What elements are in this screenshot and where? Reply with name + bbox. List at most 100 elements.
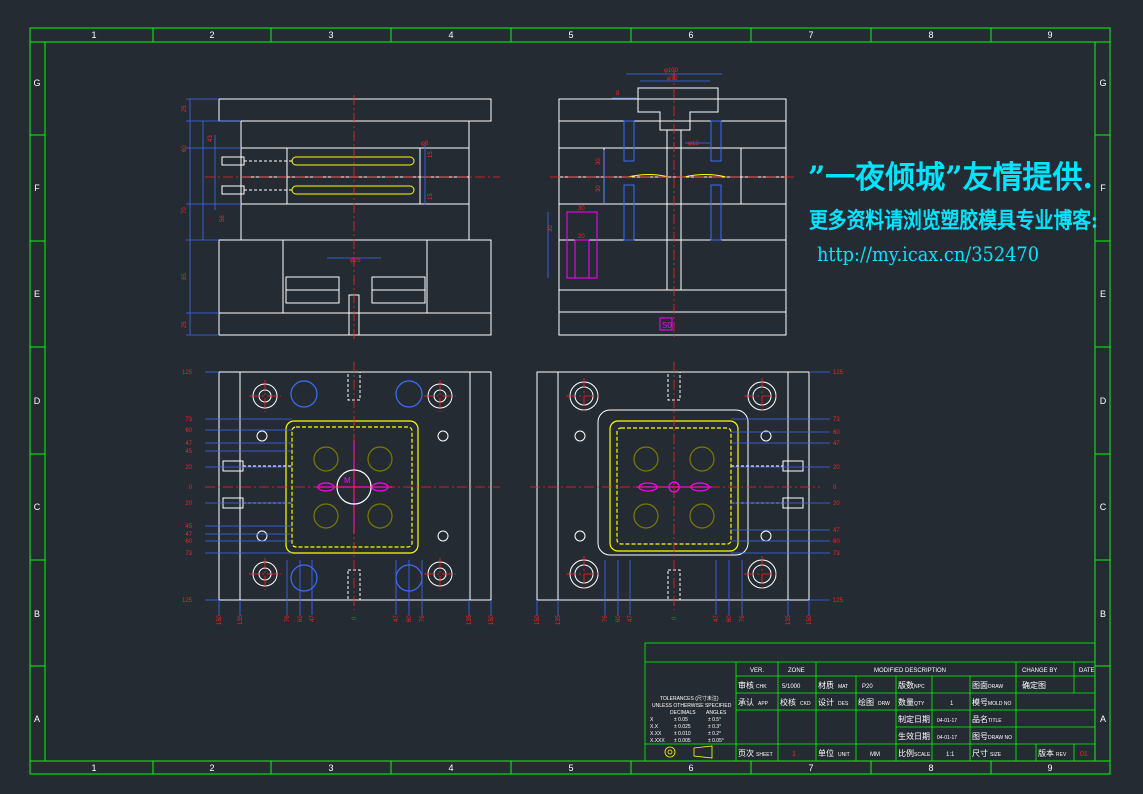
tb-made-date: 制定日期 <box>898 714 930 724</box>
tb-app: 承认 <box>738 697 754 707</box>
tolerance-table: TOLERANCES (尺寸未注) UNLESS OTHERWISE SPECI… <box>650 695 732 744</box>
tol-x-ang: ± 0.5° <box>708 717 721 723</box>
row-label-left: D <box>34 396 41 406</box>
front-section-view <box>218 98 492 336</box>
plan-left-centerlines <box>205 362 500 610</box>
ylabel: 60 <box>833 430 840 436</box>
col-label-top: 5 <box>568 30 573 40</box>
ylabel: 60 <box>185 428 192 434</box>
tb-title-en: TITLE <box>988 718 1002 724</box>
tb-des: 设计 <box>818 697 834 707</box>
dim-label: 25 <box>182 105 188 112</box>
tb-mold-en: MOLD NO <box>988 701 1011 707</box>
dim-label: 30 <box>578 206 585 212</box>
tb-drawno-en: DRAW NO <box>988 735 1012 741</box>
title-block-row1: 审核 CHK 5/1000 材质 MAT P20 版数 NPC 图面 DRAW … <box>738 680 1046 690</box>
tb-npc-en: NPC <box>914 684 925 690</box>
tb-rev-val: 01 <box>1080 751 1088 758</box>
tol-xxxx-ang: ± 0.05° <box>708 738 724 744</box>
tb-chk-val: 5/1000 <box>782 684 801 690</box>
plan-right-corner-circles <box>569 381 777 589</box>
ylabel: 20 <box>833 465 840 471</box>
ylabel: 73 <box>185 551 192 557</box>
row-label-right: D <box>1100 396 1107 406</box>
dim-label: 8 <box>616 91 620 97</box>
tb-drw: 绘图 <box>858 697 874 707</box>
dim-label: 25 <box>182 321 188 328</box>
dim-label: 20 <box>578 234 585 240</box>
xlabel: 0 <box>672 616 678 620</box>
title-block-row5: 页次 SHEET 1 单位 UNIT MM 比例 SCALE 1:1 尺寸 SI… <box>738 748 1088 758</box>
xlabel: 135 <box>786 614 792 625</box>
tb-unit-en: UNIT <box>838 752 850 758</box>
xlabel: 60 <box>298 615 304 622</box>
col-label-bottom: 9 <box>1047 763 1052 773</box>
frame-row-labels: G F E D C B A G F E D C B A <box>33 78 1106 724</box>
watermark: ”一夜倾城”友情提供. 更多资料请浏览塑胶模具专业博客: http://my.i… <box>808 160 1098 266</box>
plan-left-dim-lines <box>205 371 492 615</box>
col-label-top: 7 <box>808 30 813 40</box>
header-change-by: CHANGE BY <box>1022 668 1057 674</box>
row-label-right: B <box>1100 609 1106 619</box>
projection-symbol <box>664 745 713 759</box>
col-label-bottom: 4 <box>448 763 453 773</box>
tol-xxx: X.XX <box>650 731 662 737</box>
tol-x-dec: ± 0.05 <box>674 717 688 723</box>
ylabel: 125 <box>182 598 193 604</box>
front-section-dim-labels: 25 60 43 70 56 85 25 φ25 φ8 15 15 <box>182 105 434 328</box>
dim-label: φ12 <box>688 141 699 147</box>
row-label-left: E <box>34 289 40 299</box>
header-ver: VER. <box>750 668 764 674</box>
header-description: MODIFIED DESCRIPTION <box>874 668 946 674</box>
tb-mold: 模号 <box>972 697 988 707</box>
dim-label: φ25 <box>350 258 361 264</box>
xlabel: 47 <box>628 615 634 622</box>
tb-made-date-val: 04-01-17 <box>937 718 957 724</box>
dim-label: φ8 <box>421 141 429 147</box>
tb-chk-en: CHK <box>756 684 767 690</box>
row-label-left: C <box>34 502 41 512</box>
frame-column-labels: 1 2 3 4 5 6 7 8 9 1 2 3 4 5 6 7 8 9 <box>91 30 1052 773</box>
xlabel: 76 <box>740 615 746 622</box>
row-label-left: G <box>33 78 40 88</box>
col-label-top: 4 <box>448 30 453 40</box>
tb-drawno: 图号 <box>972 732 988 741</box>
tb-draw-val: 确定图 <box>1022 680 1046 690</box>
ylabel: 45 <box>185 524 192 530</box>
col-label-top: 1 <box>91 30 96 40</box>
front-section-cavities <box>291 156 415 195</box>
plan-left-guide-pins <box>290 380 423 592</box>
tol-xxx-dec: ± 0.010 <box>674 731 691 737</box>
header-zone: ZONE <box>788 668 805 674</box>
watermark-line-1: ”一夜倾城”友情提供. <box>808 160 1093 196</box>
side-section-ejector <box>566 211 673 331</box>
tb-npc: 版数 <box>898 680 914 690</box>
dim-label: 43 <box>208 135 214 142</box>
dim-label: 15 <box>428 151 434 158</box>
xlabel: 60 <box>616 615 622 622</box>
ylabel: 47 <box>833 441 840 447</box>
plan-left-corner-circles <box>252 383 453 587</box>
tb-rev: 版本 <box>1038 748 1054 758</box>
dim-label: 56 <box>220 215 226 222</box>
tb-draw-en: DRAW <box>988 684 1003 690</box>
plan-right-ylabels: 125 73 60 47 20 0 20 47 60 73 125 <box>833 370 844 604</box>
col-label-bottom: 5 <box>568 763 573 773</box>
plan-right-side-pins <box>667 371 804 601</box>
ylabel: 47 <box>185 441 192 447</box>
xlabel: 60 <box>727 615 733 622</box>
dim-label: 70 <box>182 207 188 214</box>
tolerance-title: TOLERANCES (尺寸未注) <box>660 695 719 702</box>
side-section-cavity <box>627 174 727 178</box>
dim-label: φ100 <box>664 68 679 74</box>
row-label-right: A <box>1100 714 1106 724</box>
dim-label: 30 <box>596 185 602 192</box>
front-section-centerlines <box>205 95 500 340</box>
side-section-dimension-lines <box>547 73 722 278</box>
xlabel: 135 <box>556 614 562 625</box>
ylabel: 60 <box>833 539 840 545</box>
side-section-dim-labels: φ100 φ70 8 φ12 30 30 30 30 20 <box>548 68 699 240</box>
tol-xxx-ang: ± 0.2° <box>708 731 721 737</box>
plan-left-ylabels: 125 73 60 47 45 20 0 20 45 47 60 73 125 <box>182 370 193 604</box>
